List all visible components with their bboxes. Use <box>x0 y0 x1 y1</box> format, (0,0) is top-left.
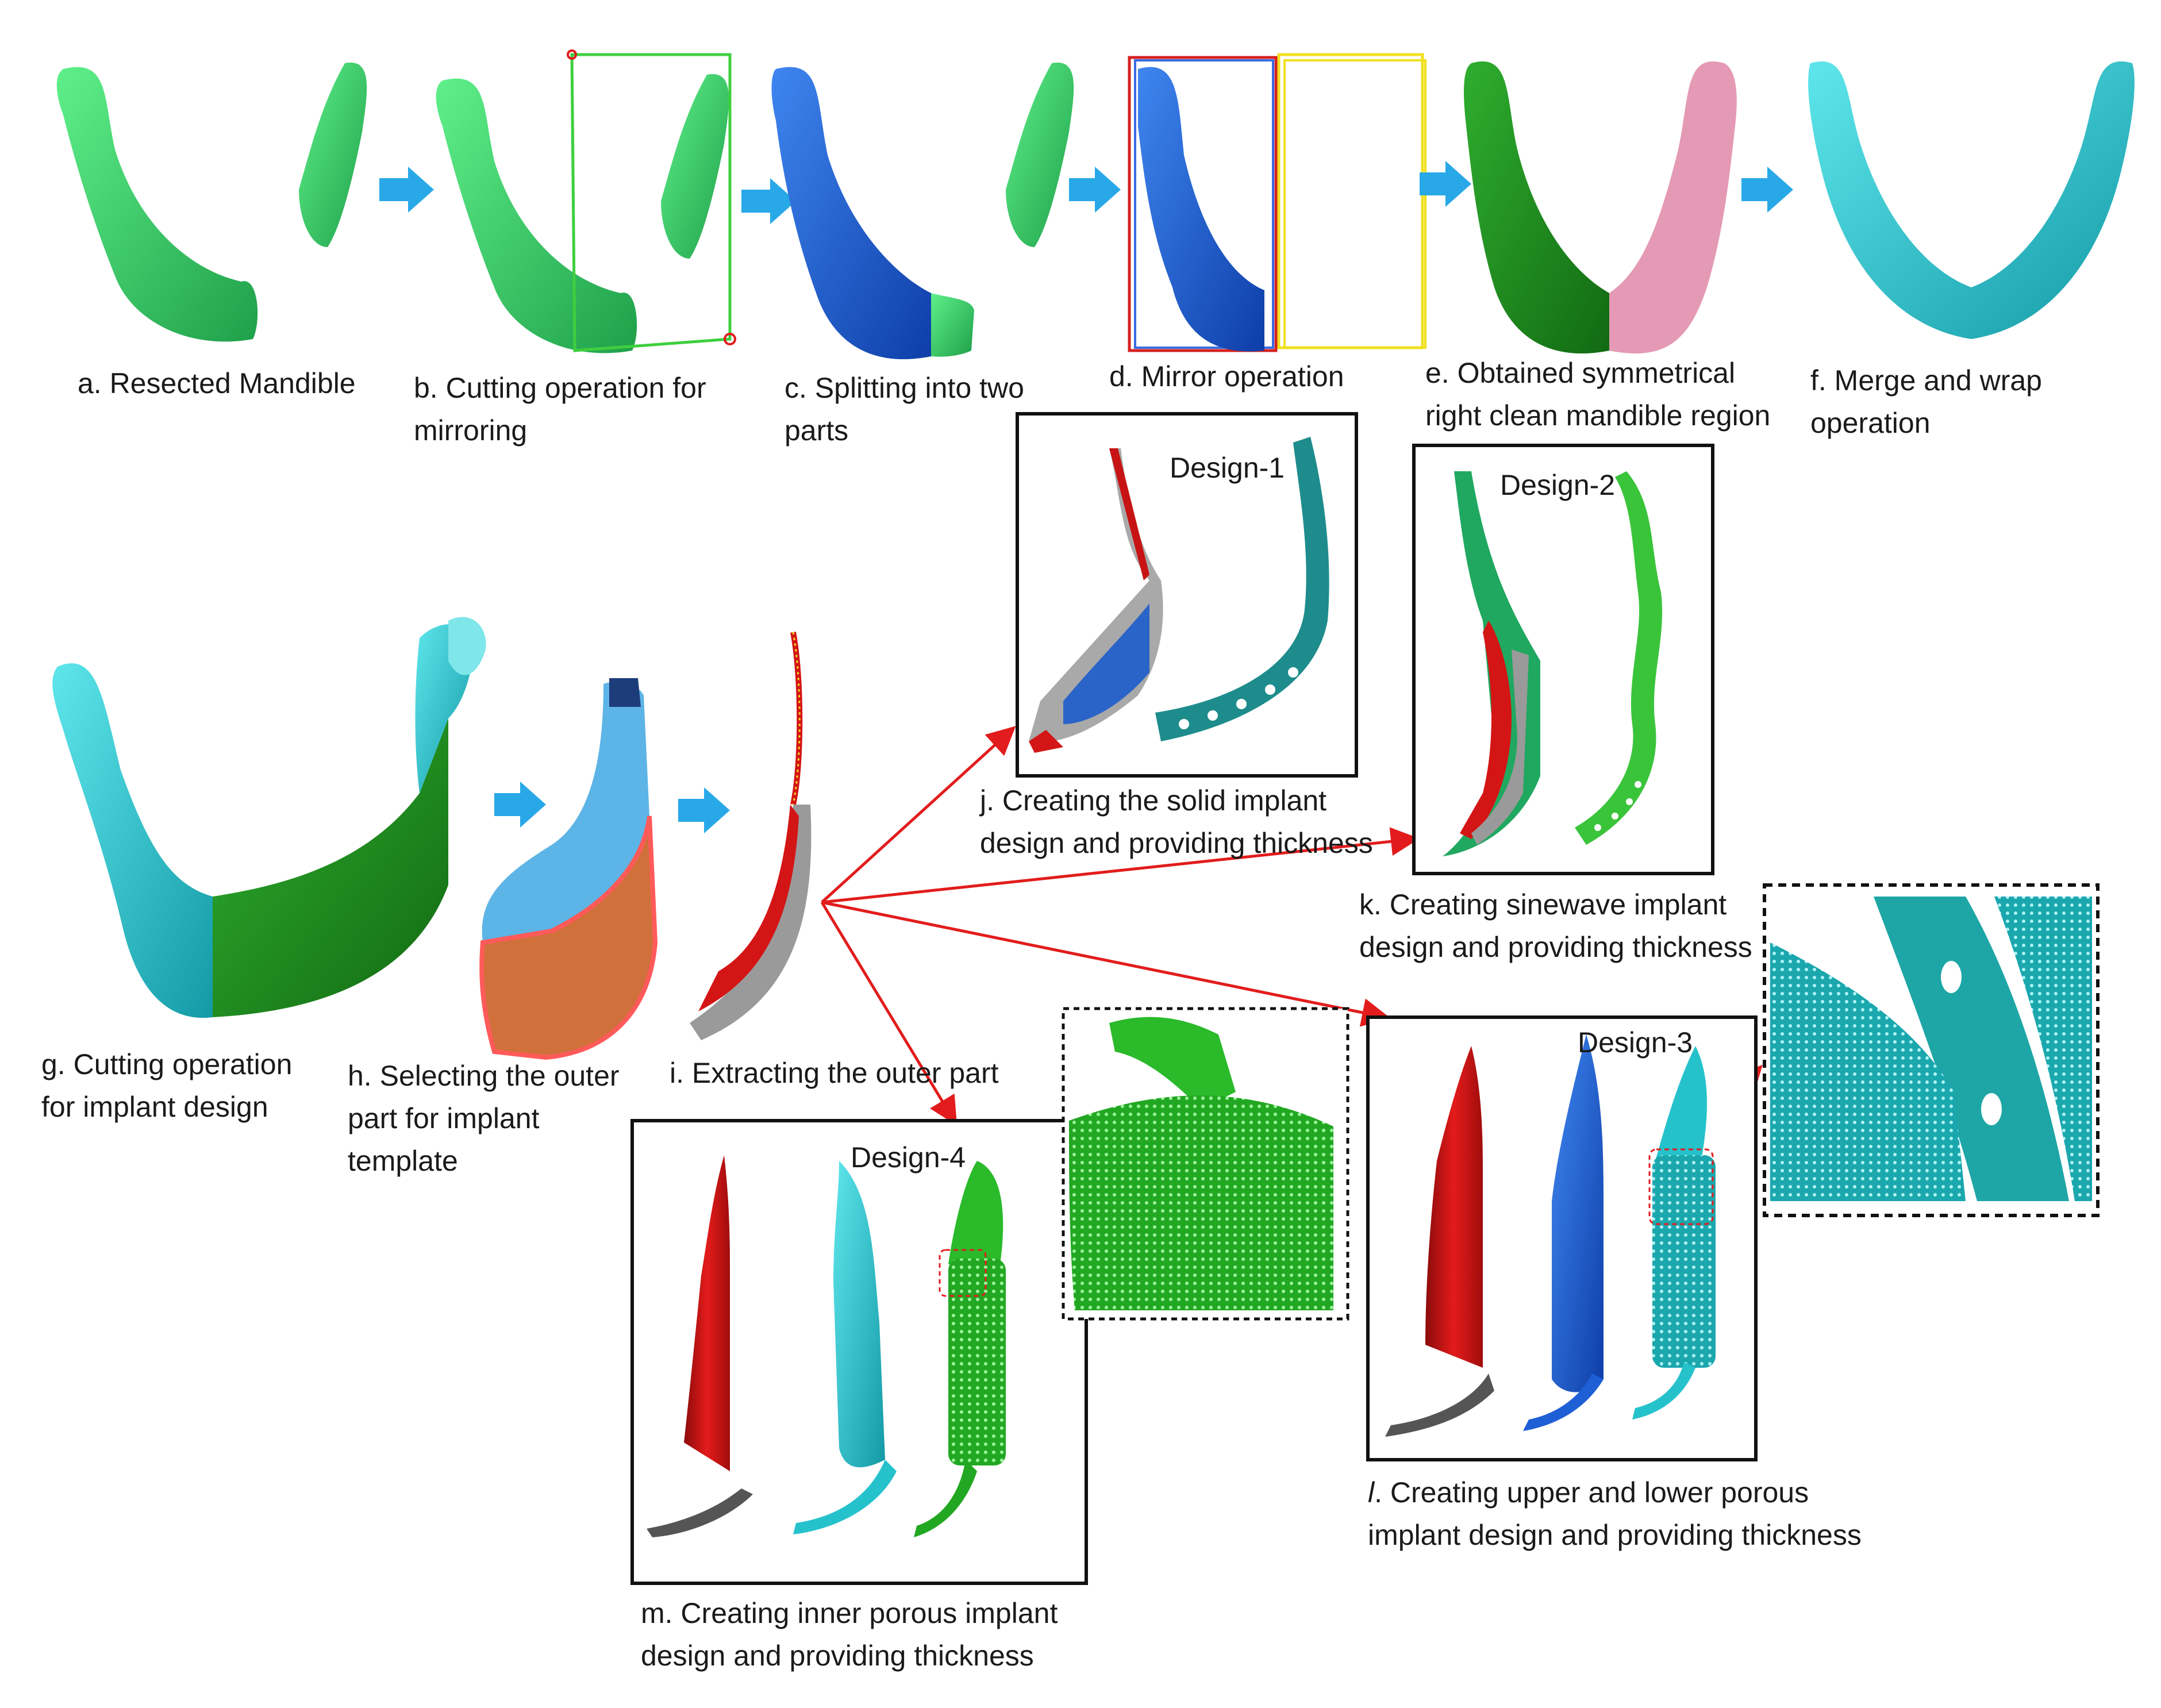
caption-l: l. Creating upper and lower porous impla… <box>1368 1471 1862 1556</box>
caption-i: i. Extracting the outer part <box>670 1052 999 1094</box>
cut-box <box>570 53 732 352</box>
caption-k-line2: design and providing thickness <box>1359 931 1752 963</box>
caption-l-line1: l. Creating upper and lower porous <box>1368 1471 1862 1514</box>
caption-c: c. Splitting into two parts <box>785 367 1024 452</box>
panel-g-mandible <box>52 617 486 1018</box>
caption-g: g. Cutting operation for implant design <box>41 1043 292 1128</box>
caption-h-line3: template <box>348 1145 458 1177</box>
design-1-art <box>1029 437 1329 753</box>
caption-m: m. Creating inner porous implant design … <box>641 1592 1058 1677</box>
arrow-h-i <box>678 787 730 833</box>
arrow-b-c <box>741 178 796 224</box>
design-2-art <box>1443 471 1663 856</box>
caption-e-line2: right clean mandible region <box>1425 399 1771 432</box>
caption-d: d. Mirror operation <box>1109 355 1344 398</box>
arrow-c-d <box>1069 167 1121 213</box>
caption-f: f. Merge and wrap operation <box>1810 359 2042 444</box>
caption-l-prefix: l <box>1368 1476 1375 1509</box>
caption-k-line1: k. Creating sinewave implant <box>1359 888 1727 921</box>
caption-e: e. Obtained symmetrical right clean mand… <box>1425 352 1770 437</box>
caption-j-line1: j. Creating the solid implant <box>980 784 1327 817</box>
caption-m-line1: m. Creating inner porous implant <box>641 1597 1058 1629</box>
caption-c-line1: c. Splitting into two <box>785 372 1024 404</box>
panel-e-mandible <box>1464 61 1737 354</box>
caption-h: h. Selecting the outer part for implant … <box>348 1055 620 1182</box>
caption-g-line2: for implant design <box>41 1091 268 1123</box>
caption-l-line2: implant design and providing thickness <box>1368 1519 1862 1551</box>
panel-b-mandible <box>436 49 736 353</box>
design-4-label: Design-4 <box>851 1141 966 1174</box>
caption-m-line2: design and providing thickness <box>641 1640 1034 1672</box>
caption-j: j. Creating the solid implant design and… <box>980 779 1373 864</box>
caption-e-line1: e. Obtained symmetrical <box>1425 357 1736 389</box>
caption-h-line1: h. Selecting the outer <box>348 1060 620 1092</box>
panel-a-mandible <box>56 62 367 342</box>
panel-c-mandible <box>771 67 974 360</box>
caption-a: a. Resected Mandible <box>78 362 356 405</box>
caption-j-line2: design and providing thickness <box>980 827 1373 859</box>
panel-f-mandible <box>1808 61 2135 339</box>
design-1-label: Design-1 <box>1170 452 1285 484</box>
arrow-d-e <box>1420 161 1471 207</box>
caption-b: b. Cutting operation for mirroring <box>414 367 706 452</box>
design-4-zoom-art <box>1069 1017 1333 1310</box>
design-3-zoom-art <box>1770 897 2092 1201</box>
arrow-a-b <box>379 167 434 213</box>
design-3-art <box>1385 1034 1716 1437</box>
arrow-g-h <box>494 782 546 828</box>
caption-k: k. Creating sinewave implant design and … <box>1359 883 1752 968</box>
design-2-label: Design-2 <box>1500 469 1616 501</box>
design-3-label: Design-3 <box>1578 1026 1693 1059</box>
caption-i-line1: i. Extracting the outer part <box>670 1057 999 1089</box>
caption-l-line1-text: . Creating upper and lower porous <box>1374 1476 1809 1509</box>
caption-g-line1: g. Cutting operation <box>41 1048 293 1080</box>
design-2-box <box>1412 444 1714 875</box>
caption-c-line2: parts <box>785 414 849 447</box>
caption-b-line2: mirroring <box>414 414 528 447</box>
caption-h-line2: part for implant <box>348 1102 540 1134</box>
panel-i-part <box>690 632 812 1040</box>
caption-f-line1: f. Merge and wrap <box>1810 364 2042 397</box>
design-4-art <box>647 1155 1006 1537</box>
caption-f-line2: operation <box>1810 407 1931 439</box>
panel-h-part <box>479 678 658 1060</box>
caption-d-line1: d. Mirror operation <box>1109 360 1344 393</box>
arrow-e-f <box>1741 167 1793 213</box>
panel-d-mirror <box>1006 53 1426 352</box>
caption-a-line1: a. Resected Mandible <box>78 367 356 399</box>
caption-b-line1: b. Cutting operation for <box>414 372 706 404</box>
